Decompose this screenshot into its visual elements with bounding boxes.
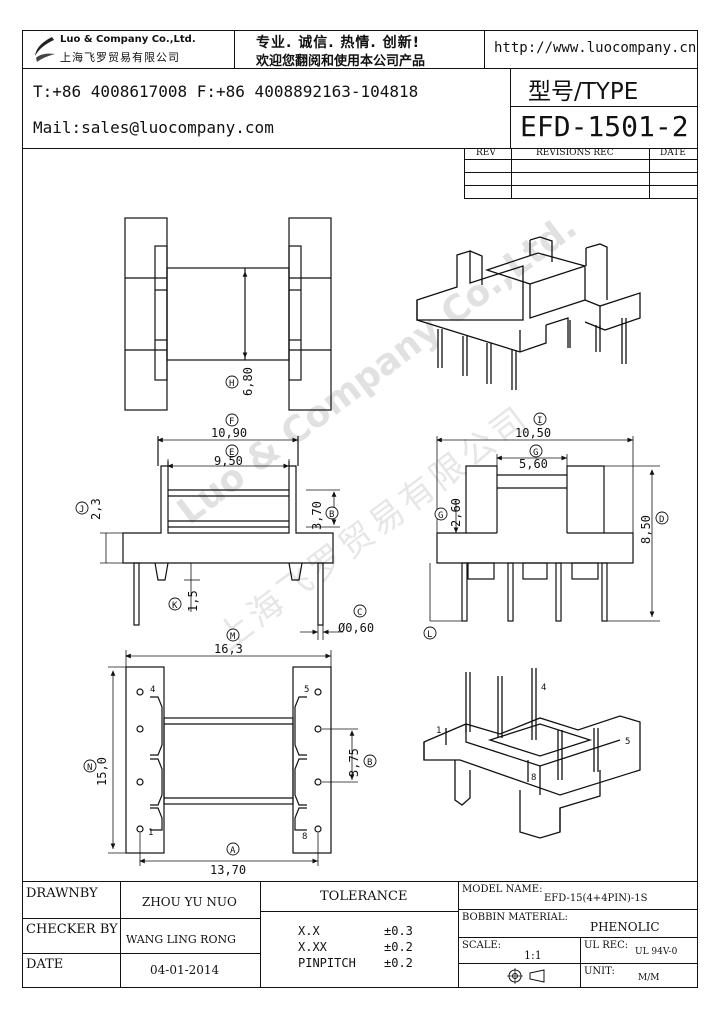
mail-address[interactable]: Mail:sales@luocompany.com: [33, 118, 274, 137]
tol-xxx-label: X.XX: [298, 940, 327, 954]
dim-H-value: 6,80: [241, 367, 255, 396]
date-label: DATE: [26, 957, 64, 972]
dim-F-value: 10,90: [211, 426, 247, 440]
dim-D-letter: D: [659, 515, 664, 525]
company-logo-icon: [35, 37, 55, 62]
pin-label-1: 1: [148, 828, 153, 838]
dim-A-value: 13,70: [210, 863, 246, 877]
dim-G-value: 5,60: [519, 457, 548, 471]
header-divider: [510, 68, 511, 148]
pin-label-4: 4: [150, 685, 155, 695]
dim-M-value: 16,3: [214, 642, 243, 656]
header-divider: [22, 68, 698, 69]
header-divider: [484, 30, 485, 68]
dim-G-letter: G: [533, 448, 538, 458]
dim-E-letter: E: [229, 448, 234, 458]
company-name-en: Luo & Company Co.,Ltd.: [60, 34, 196, 45]
bobbin-label: BOBBIN MATERIAL:: [462, 912, 568, 923]
dim-C-value: Ø0,60: [338, 621, 374, 635]
unit-label: UNIT:: [584, 966, 615, 977]
part-number: EFD-1501-2: [520, 110, 689, 143]
date-value: 04-01-2014: [150, 963, 220, 977]
unit-value: M/M: [638, 973, 660, 983]
company-name-cn: 上海飞罗贸易有限公司: [60, 51, 180, 64]
dim-G2-value: 2,60: [449, 498, 463, 527]
rev-header: REV: [476, 148, 496, 158]
tol-pin-label: PINPITCH: [298, 956, 356, 970]
type-label: 型号/TYPE: [528, 79, 639, 105]
pin-label-5: 5: [304, 685, 309, 695]
dim-I-letter: I: [537, 416, 542, 426]
dim-J-letter: J: [79, 505, 84, 515]
slogan: 专业. 诚信. 热情. 创新!: [256, 35, 420, 51]
revisions-rec-header: REVISIONS REC: [536, 148, 614, 158]
dim-G2-letter: G: [438, 511, 443, 521]
dim-K-letter: K: [172, 601, 178, 611]
iso-pin-label-4: 4: [541, 683, 546, 693]
dim-B-bottom-letter: B: [367, 758, 372, 768]
scale-label: SCALE:: [462, 940, 502, 951]
iso-pin-label-1: 1: [436, 726, 441, 736]
tolerance-label: TOLERANCE: [320, 889, 408, 904]
drawnby-value: ZHOU YU NUO: [142, 895, 237, 909]
dim-D-value: 8,50: [639, 515, 653, 544]
dim-B-side-value: 3,70: [310, 501, 324, 530]
dim-F-letter: F: [229, 417, 234, 427]
iso-pin-label-8: 8: [531, 773, 536, 783]
dim-A-letter: A: [230, 846, 236, 856]
dim-L-letter: L: [427, 630, 432, 640]
dim-M-letter: M: [230, 632, 236, 642]
website-link[interactable]: http://www.luocompany.cn: [494, 40, 697, 56]
date-header: DATE: [660, 148, 686, 158]
header-divider: [22, 148, 698, 149]
dim-B-side-letter: B: [329, 510, 334, 520]
dim-J-value: 2,3: [89, 498, 103, 520]
tol-xx-label: X.X: [298, 924, 320, 938]
drawing-frame: [22, 30, 698, 988]
header-divider: [234, 30, 235, 68]
dim-K-value: 1,5: [186, 590, 200, 612]
model-value: EFD-15(4+4PIN)-1S: [544, 893, 648, 904]
scale-value: 1:1: [524, 949, 542, 962]
dim-I-value: 10,50: [515, 426, 551, 440]
bobbin-value: PHENOLIC: [590, 920, 660, 934]
ul-value: UL 94V-0: [635, 947, 678, 957]
projection-symbol-icon: [507, 968, 545, 984]
revisions-table: REV REVISIONS REC DATE: [464, 148, 698, 199]
dim-C-letter: C: [357, 608, 362, 618]
model-label: MODEL NAME:: [462, 884, 543, 895]
title-block: DRAWNBY ZHOU YU NUO CHECKER BY WANG LING…: [22, 881, 698, 988]
bottom-view: [125, 666, 332, 854]
dim-N-value: 15,0: [95, 757, 109, 786]
top-view: [124, 217, 332, 411]
dim-H-letter: H: [229, 379, 234, 389]
dim-N-letter: N: [87, 763, 92, 773]
dim-B-bottom-value: 3,75: [347, 748, 361, 777]
isometric-view-bottom: [423, 668, 641, 839]
checker-label: CHECKER BY: [26, 922, 118, 937]
dim-E-value: 9,50: [214, 454, 243, 468]
drawnby-label: DRAWNBY: [26, 886, 98, 901]
header-divider: [510, 106, 698, 107]
ul-label: UL REC:: [584, 940, 629, 951]
pin-label-8: 8: [302, 832, 307, 842]
checker-value: WANG LING RONG: [126, 933, 236, 946]
tol-xxx-value: ±0.2: [384, 940, 413, 954]
iso-pin-label-5: 5: [625, 737, 630, 747]
phone-fax: T:+86 4008617008 F:+86 4008892163-104818: [33, 82, 419, 101]
isometric-view-top: [416, 236, 641, 390]
tol-xx-value: ±0.3: [384, 924, 413, 938]
side-view: [436, 465, 634, 622]
welcome-text: 欢迎您翻阅和使用本公司产品: [256, 54, 426, 69]
tol-pin-value: ±0.2: [384, 956, 413, 970]
